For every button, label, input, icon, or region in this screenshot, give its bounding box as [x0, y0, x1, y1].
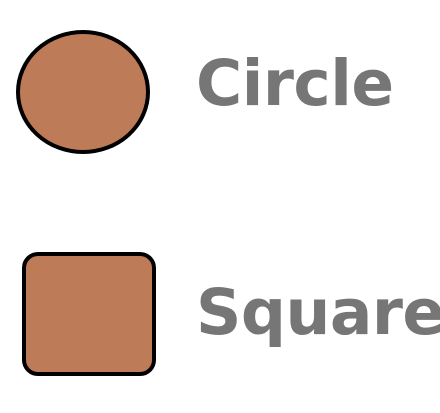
- square-icon: [22, 252, 156, 376]
- circle-label: Circle: [196, 47, 394, 120]
- circle-icon: [16, 30, 150, 154]
- square-shape: [22, 252, 156, 376]
- square-label: Square: [196, 276, 440, 349]
- circle-shape: [16, 30, 150, 154]
